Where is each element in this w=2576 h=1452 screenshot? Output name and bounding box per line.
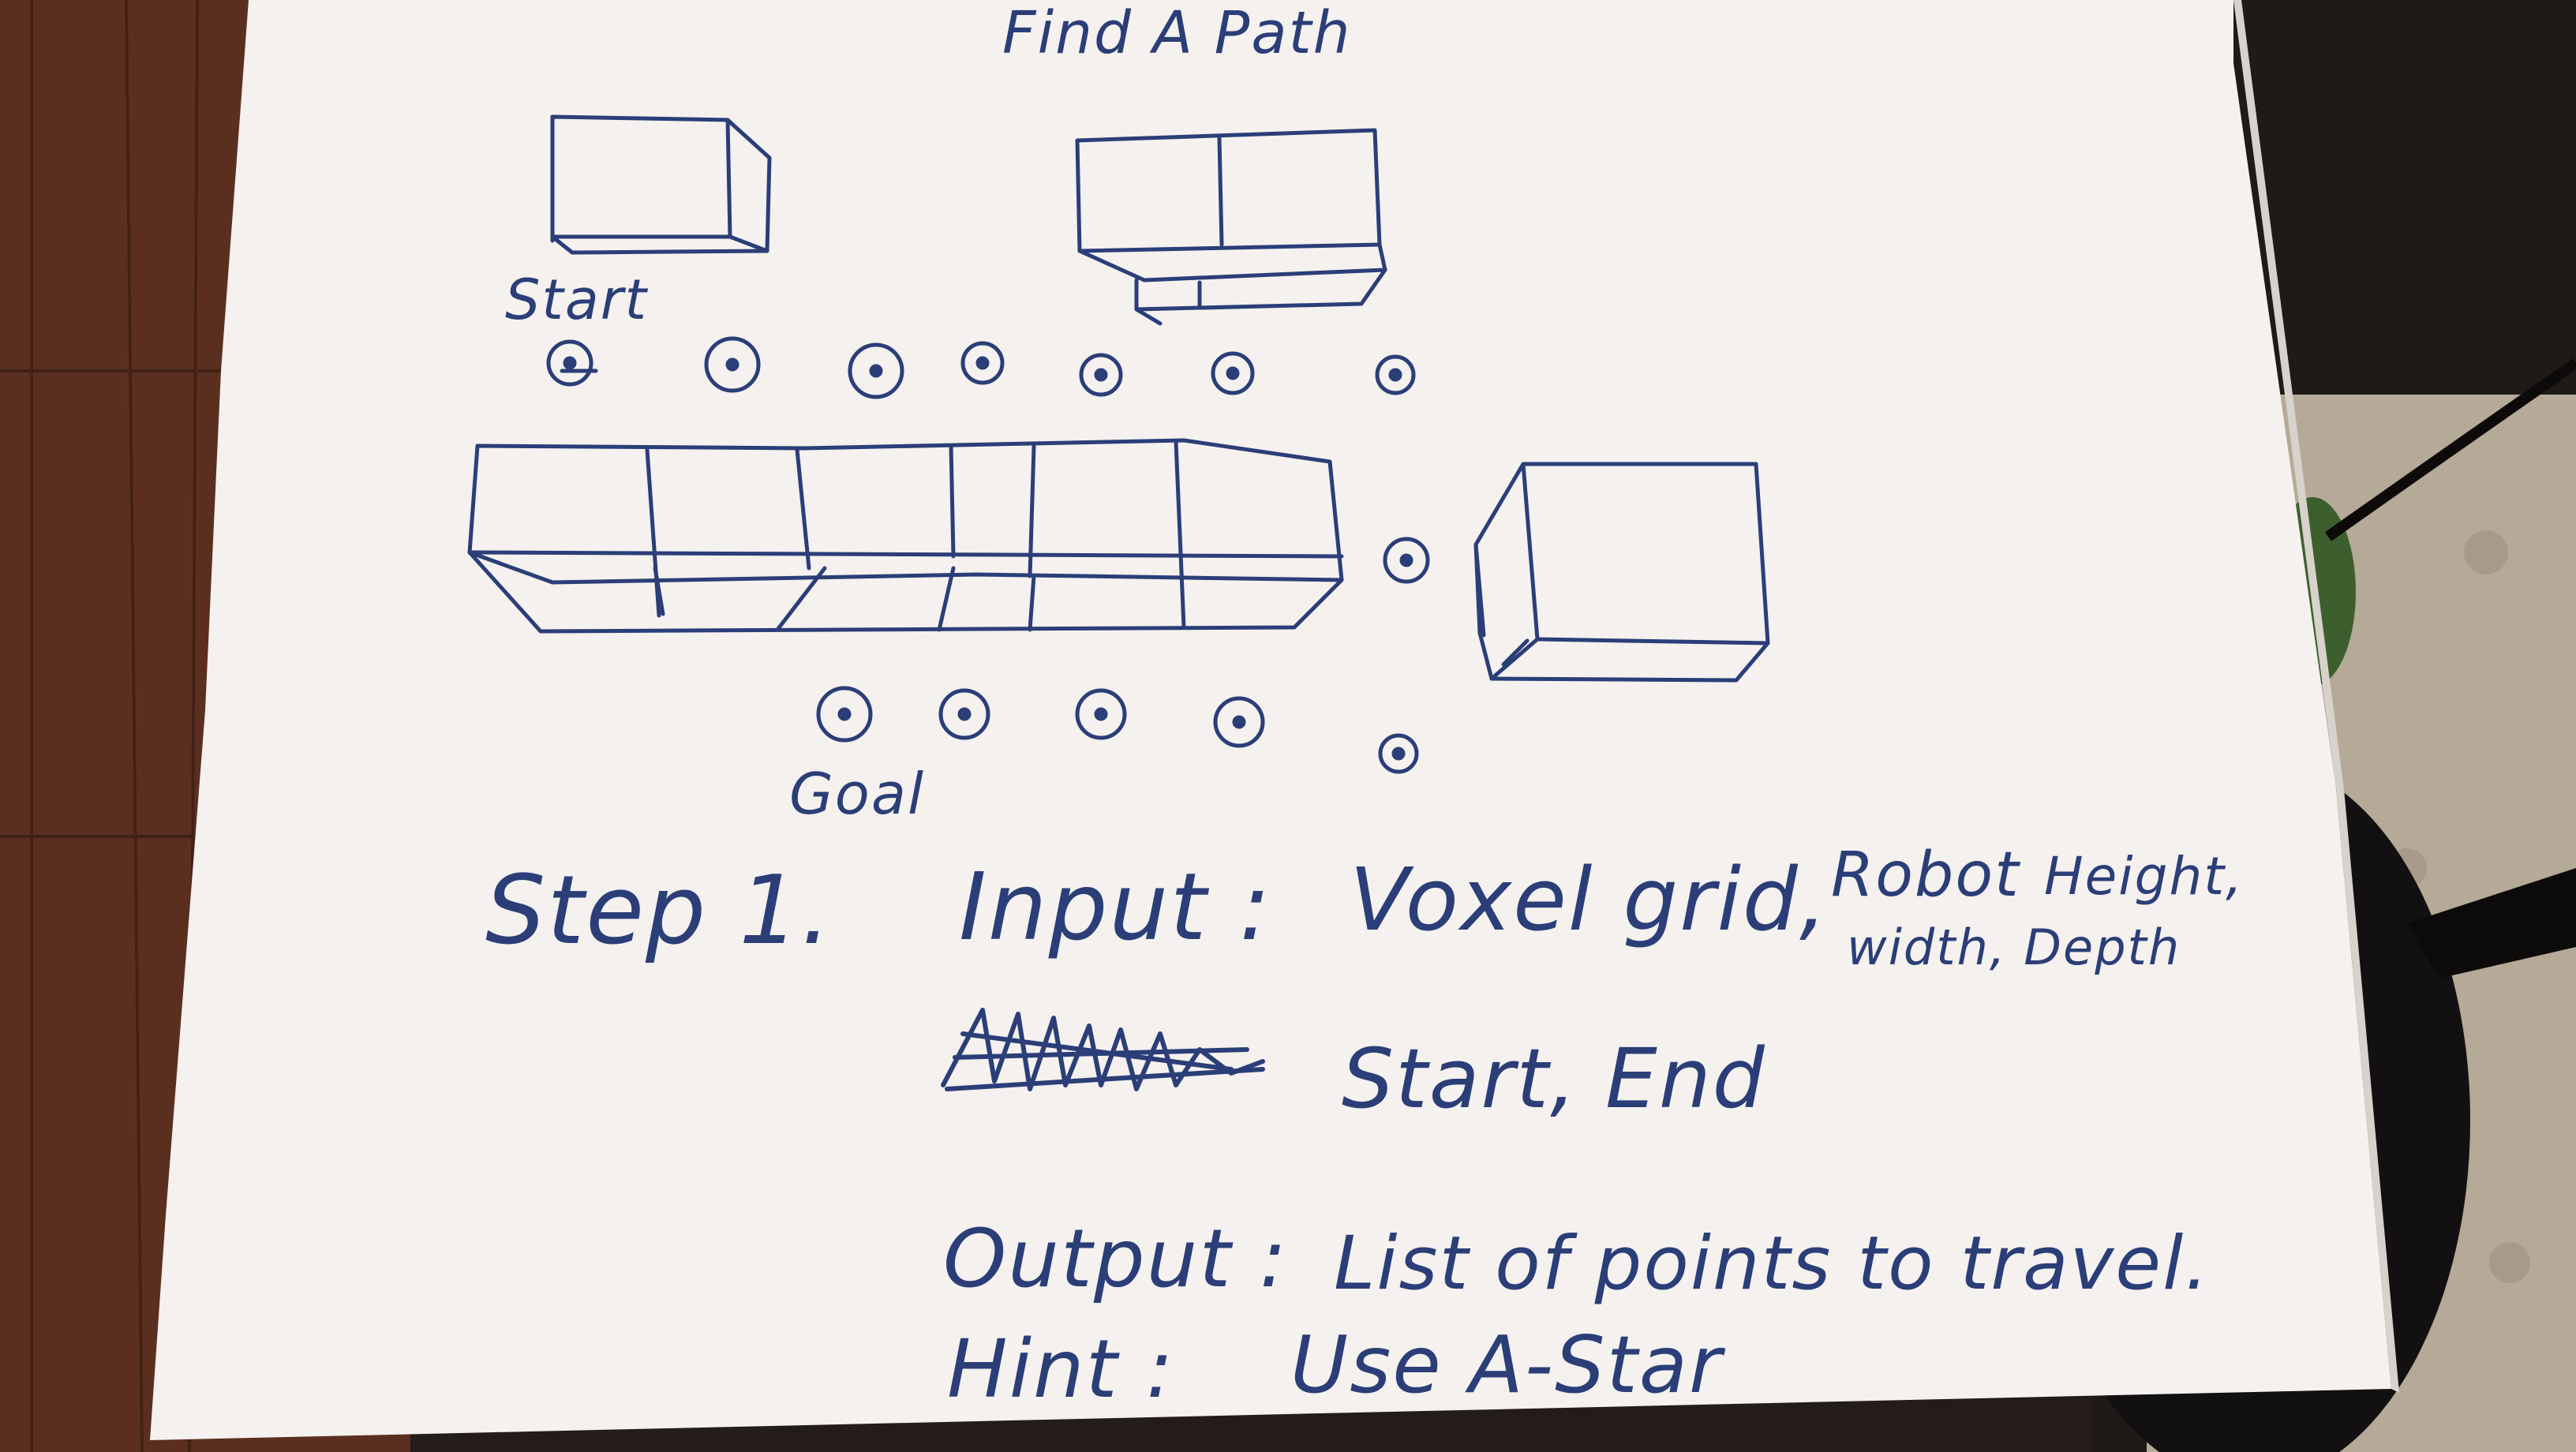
waypoints <box>546 336 1430 774</box>
input-robot: Robot <box>1831 840 2020 911</box>
waypoint <box>1378 733 1419 774</box>
stand-leg <box>2407 868 2576 979</box>
input-start-end: Start, End <box>1342 1031 1766 1127</box>
input-width-depth: width, Depth <box>1847 919 2181 976</box>
step-label: Step 1. <box>485 856 833 966</box>
input-values: Voxel grid, <box>1350 849 1829 950</box>
input-label: Input : <box>959 852 1272 961</box>
cube-block-sketch <box>1473 462 1770 683</box>
waypoint <box>1075 688 1127 740</box>
scribbled-out-word <box>941 1008 1265 1091</box>
waypoint <box>1375 354 1416 395</box>
paper-shadow <box>2233 0 2399 1393</box>
waypoint <box>1079 353 1123 397</box>
waypoint <box>848 342 904 399</box>
waypoint <box>1383 537 1430 584</box>
sheet-title: Find A Path <box>1002 0 1352 67</box>
output-label: Output : <box>943 1212 1289 1306</box>
output-value: List of points to travel. <box>1334 1221 2211 1307</box>
waypoint-start <box>546 339 593 387</box>
goal-label: Goal <box>789 761 925 827</box>
input-height: Height, <box>2044 846 2245 907</box>
cable <box>2324 358 2576 541</box>
hint-label: Hint : <box>947 1323 1175 1416</box>
waypoint <box>938 688 990 740</box>
hint-value: Use A-Star <box>1290 1319 1724 1411</box>
waypoint <box>704 336 761 393</box>
long-block-sketch <box>467 438 1344 634</box>
waypoint <box>1211 351 1255 395</box>
start-label: Start <box>505 268 649 332</box>
waypoint <box>960 341 1005 385</box>
sketch <box>467 114 1770 1091</box>
paper-sheet <box>150 0 2391 1440</box>
stacked-block-sketch <box>1075 128 1387 326</box>
start-block-sketch <box>550 114 772 255</box>
waypoint <box>1213 696 1265 748</box>
waypoint-goal <box>816 686 873 743</box>
